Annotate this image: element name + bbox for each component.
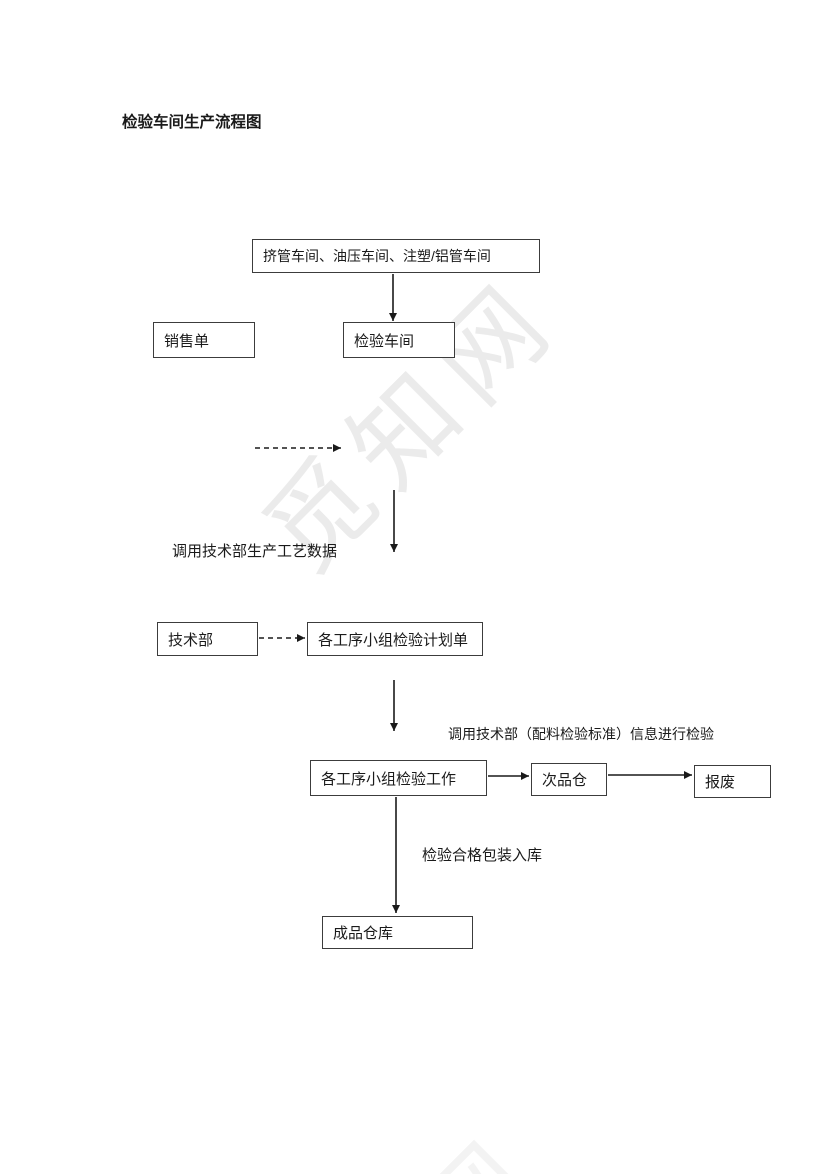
node-label: 次品仓 [542,772,588,789]
node-tech-dept: 技术部 [157,622,258,656]
node-defective-warehouse: 次品仓 [531,763,607,796]
page-title: 检验车间生产流程图 [122,114,262,131]
node-inspection-work: 各工序小组检验工作 [310,760,487,796]
node-label: 检验车间 [354,332,415,350]
node-source-workshops: 挤管车间、油压车间、注塑/铝管车间 [252,239,540,273]
node-scrap: 报废 [694,765,771,798]
node-inspection-plan: 各工序小组检验计划单 [307,622,483,656]
node-label: 挤管车间、油压车间、注塑/铝管车间 [263,248,491,264]
node-finished-warehouse: 成品仓库 [322,916,473,949]
node-label: 各工序小组检验计划单 [318,631,469,649]
node-label: 报废 [705,774,736,791]
annotation-packing: 检验合格包装入库 [422,847,543,864]
annotation-process-data: 调用技术部生产工艺数据 [172,543,338,560]
node-label: 技术部 [168,631,214,649]
node-label: 成品仓库 [333,925,394,942]
node-sales-order: 销售单 [153,322,255,358]
annotation-inspection-standard: 调用技术部（配料检验标准）信息进行检验 [448,726,714,742]
node-inspection-workshop: 检验车间 [343,322,455,358]
node-label: 各工序小组检验工作 [321,770,457,788]
node-label: 销售单 [164,332,210,350]
